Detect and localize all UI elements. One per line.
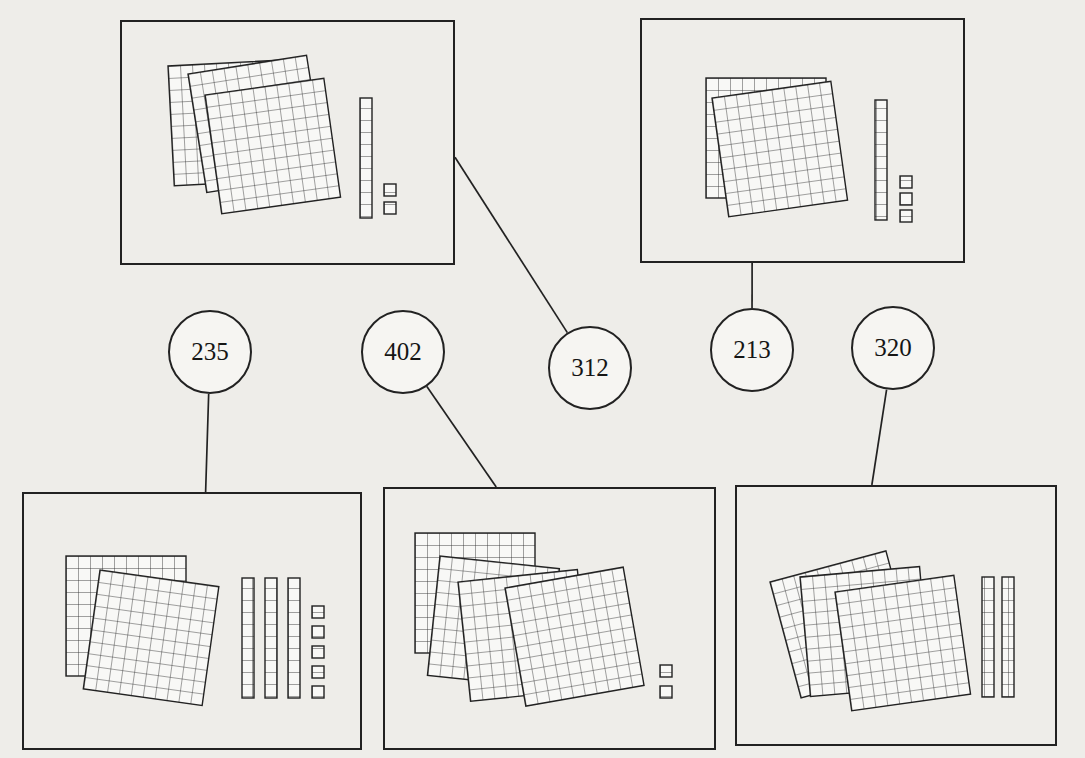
hundreds-square xyxy=(415,533,644,706)
hundreds-square xyxy=(706,78,848,217)
unit-cube xyxy=(900,176,912,222)
number-label: 320 xyxy=(874,334,912,362)
connector-line xyxy=(455,157,567,332)
number-label: 402 xyxy=(384,338,422,366)
number-circle: 320 xyxy=(851,306,935,390)
unit-cube xyxy=(660,665,672,698)
unit-cube xyxy=(312,606,324,698)
connector-line xyxy=(872,390,887,485)
connector-line xyxy=(427,387,496,487)
number-label: 235 xyxy=(191,338,229,366)
picture-box xyxy=(383,487,716,750)
number-circle: 235 xyxy=(168,310,252,394)
picture-box xyxy=(22,492,362,750)
picture-box xyxy=(120,20,455,265)
picture-box xyxy=(640,18,965,263)
ten-rod xyxy=(242,578,300,698)
number-label: 213 xyxy=(733,336,771,364)
connector-line xyxy=(751,263,753,308)
ten-rod xyxy=(982,577,1014,697)
hundreds-square xyxy=(770,551,971,711)
number-circle: 213 xyxy=(710,308,794,392)
number-circle: 402 xyxy=(361,310,445,394)
ten-rod xyxy=(360,98,372,218)
number-label: 312 xyxy=(571,354,609,382)
picture-box xyxy=(735,485,1057,746)
unit-cube xyxy=(384,184,396,214)
number-circle: 312 xyxy=(548,326,632,410)
connector-line xyxy=(206,394,209,492)
ten-rod xyxy=(875,100,887,220)
hundreds-square xyxy=(66,556,219,706)
hundreds-square xyxy=(168,55,341,214)
